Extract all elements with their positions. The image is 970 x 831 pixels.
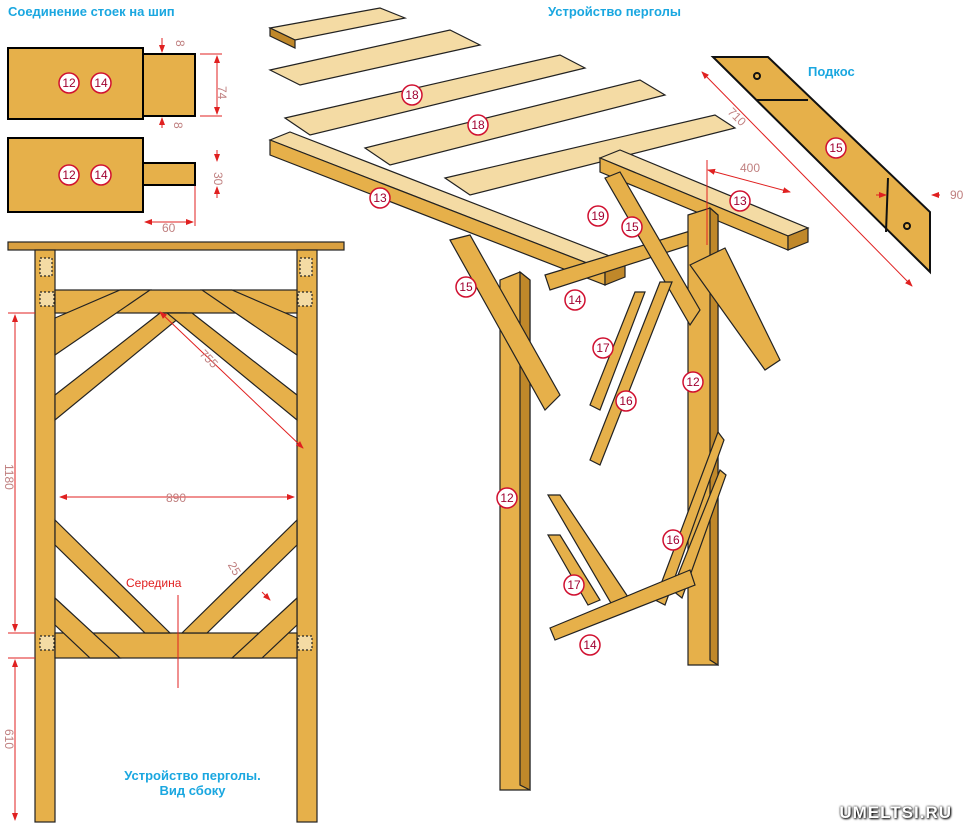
part-17: 17 — [596, 341, 610, 355]
dim-brace-end: 90 — [950, 188, 964, 202]
dim-tenon-length: 60 — [162, 221, 176, 235]
part-12: 12 — [62, 76, 76, 90]
part-19: 19 — [591, 209, 605, 223]
part-15: 15 — [829, 141, 843, 155]
tenon-dim-lines — [144, 38, 222, 226]
part-markers — [58, 72, 847, 656]
part-13: 13 — [373, 191, 387, 205]
part-18: 18 — [471, 118, 485, 132]
part-15: 15 — [625, 220, 639, 234]
part-12: 12 — [686, 375, 700, 389]
side-post-right — [296, 249, 318, 823]
part-12: 12 — [500, 491, 514, 505]
dim-shoulder-bottom: 8 — [171, 122, 185, 129]
tenon-joint-title: Соединение стоек на шип — [8, 4, 175, 19]
pergola-view — [268, 7, 810, 791]
dim-tenon-height: 74 — [215, 86, 229, 100]
dim-span: 890 — [166, 491, 186, 505]
part-14: 14 — [94, 168, 108, 182]
part-17: 17 — [567, 578, 581, 592]
dim-overhang: 400 — [740, 161, 760, 175]
dim-shoulder-top: 8 — [173, 40, 187, 47]
part-16: 16 — [666, 533, 680, 547]
side-top-plank — [7, 241, 345, 251]
part-numbers: 12 14 12 14 18 18 13 13 19 15 15 14 17 1… — [62, 76, 843, 652]
side-post-left — [34, 249, 56, 823]
top-beams — [268, 131, 810, 291]
part-12: 12 — [62, 168, 76, 182]
dim-height-lower: 610 — [2, 729, 16, 749]
side-view — [7, 241, 345, 823]
middle-label: Середина — [126, 576, 182, 590]
side-diagonals — [54, 289, 298, 659]
side-dim-lines — [8, 311, 304, 821]
part-13: 13 — [733, 194, 747, 208]
tenon-joint-bottom — [7, 137, 196, 213]
dim-height-upper: 1180 — [2, 464, 16, 490]
part-14: 14 — [568, 293, 582, 307]
side-view-title: Устройство перголы. Вид сбоку — [105, 768, 280, 798]
watermark: UMELTSI.RU — [839, 803, 952, 822]
roof-slats — [268, 7, 737, 196]
part-16: 16 — [619, 394, 633, 408]
pergola-title: Устройство перголы — [548, 4, 681, 19]
brace-dim-lines — [701, 71, 940, 287]
part-15: 15 — [459, 280, 473, 294]
part-14: 14 — [94, 76, 108, 90]
part-18: 18 — [405, 88, 419, 102]
dim-tenon-thickness: 30 — [211, 172, 225, 186]
dim-brace-width: 25 — [225, 559, 244, 578]
side-view-title-line2: Вид сбоку — [159, 783, 226, 798]
side-view-title-line1: Устройство перголы. — [124, 768, 261, 783]
lattice — [546, 281, 727, 641]
part-14: 14 — [583, 638, 597, 652]
